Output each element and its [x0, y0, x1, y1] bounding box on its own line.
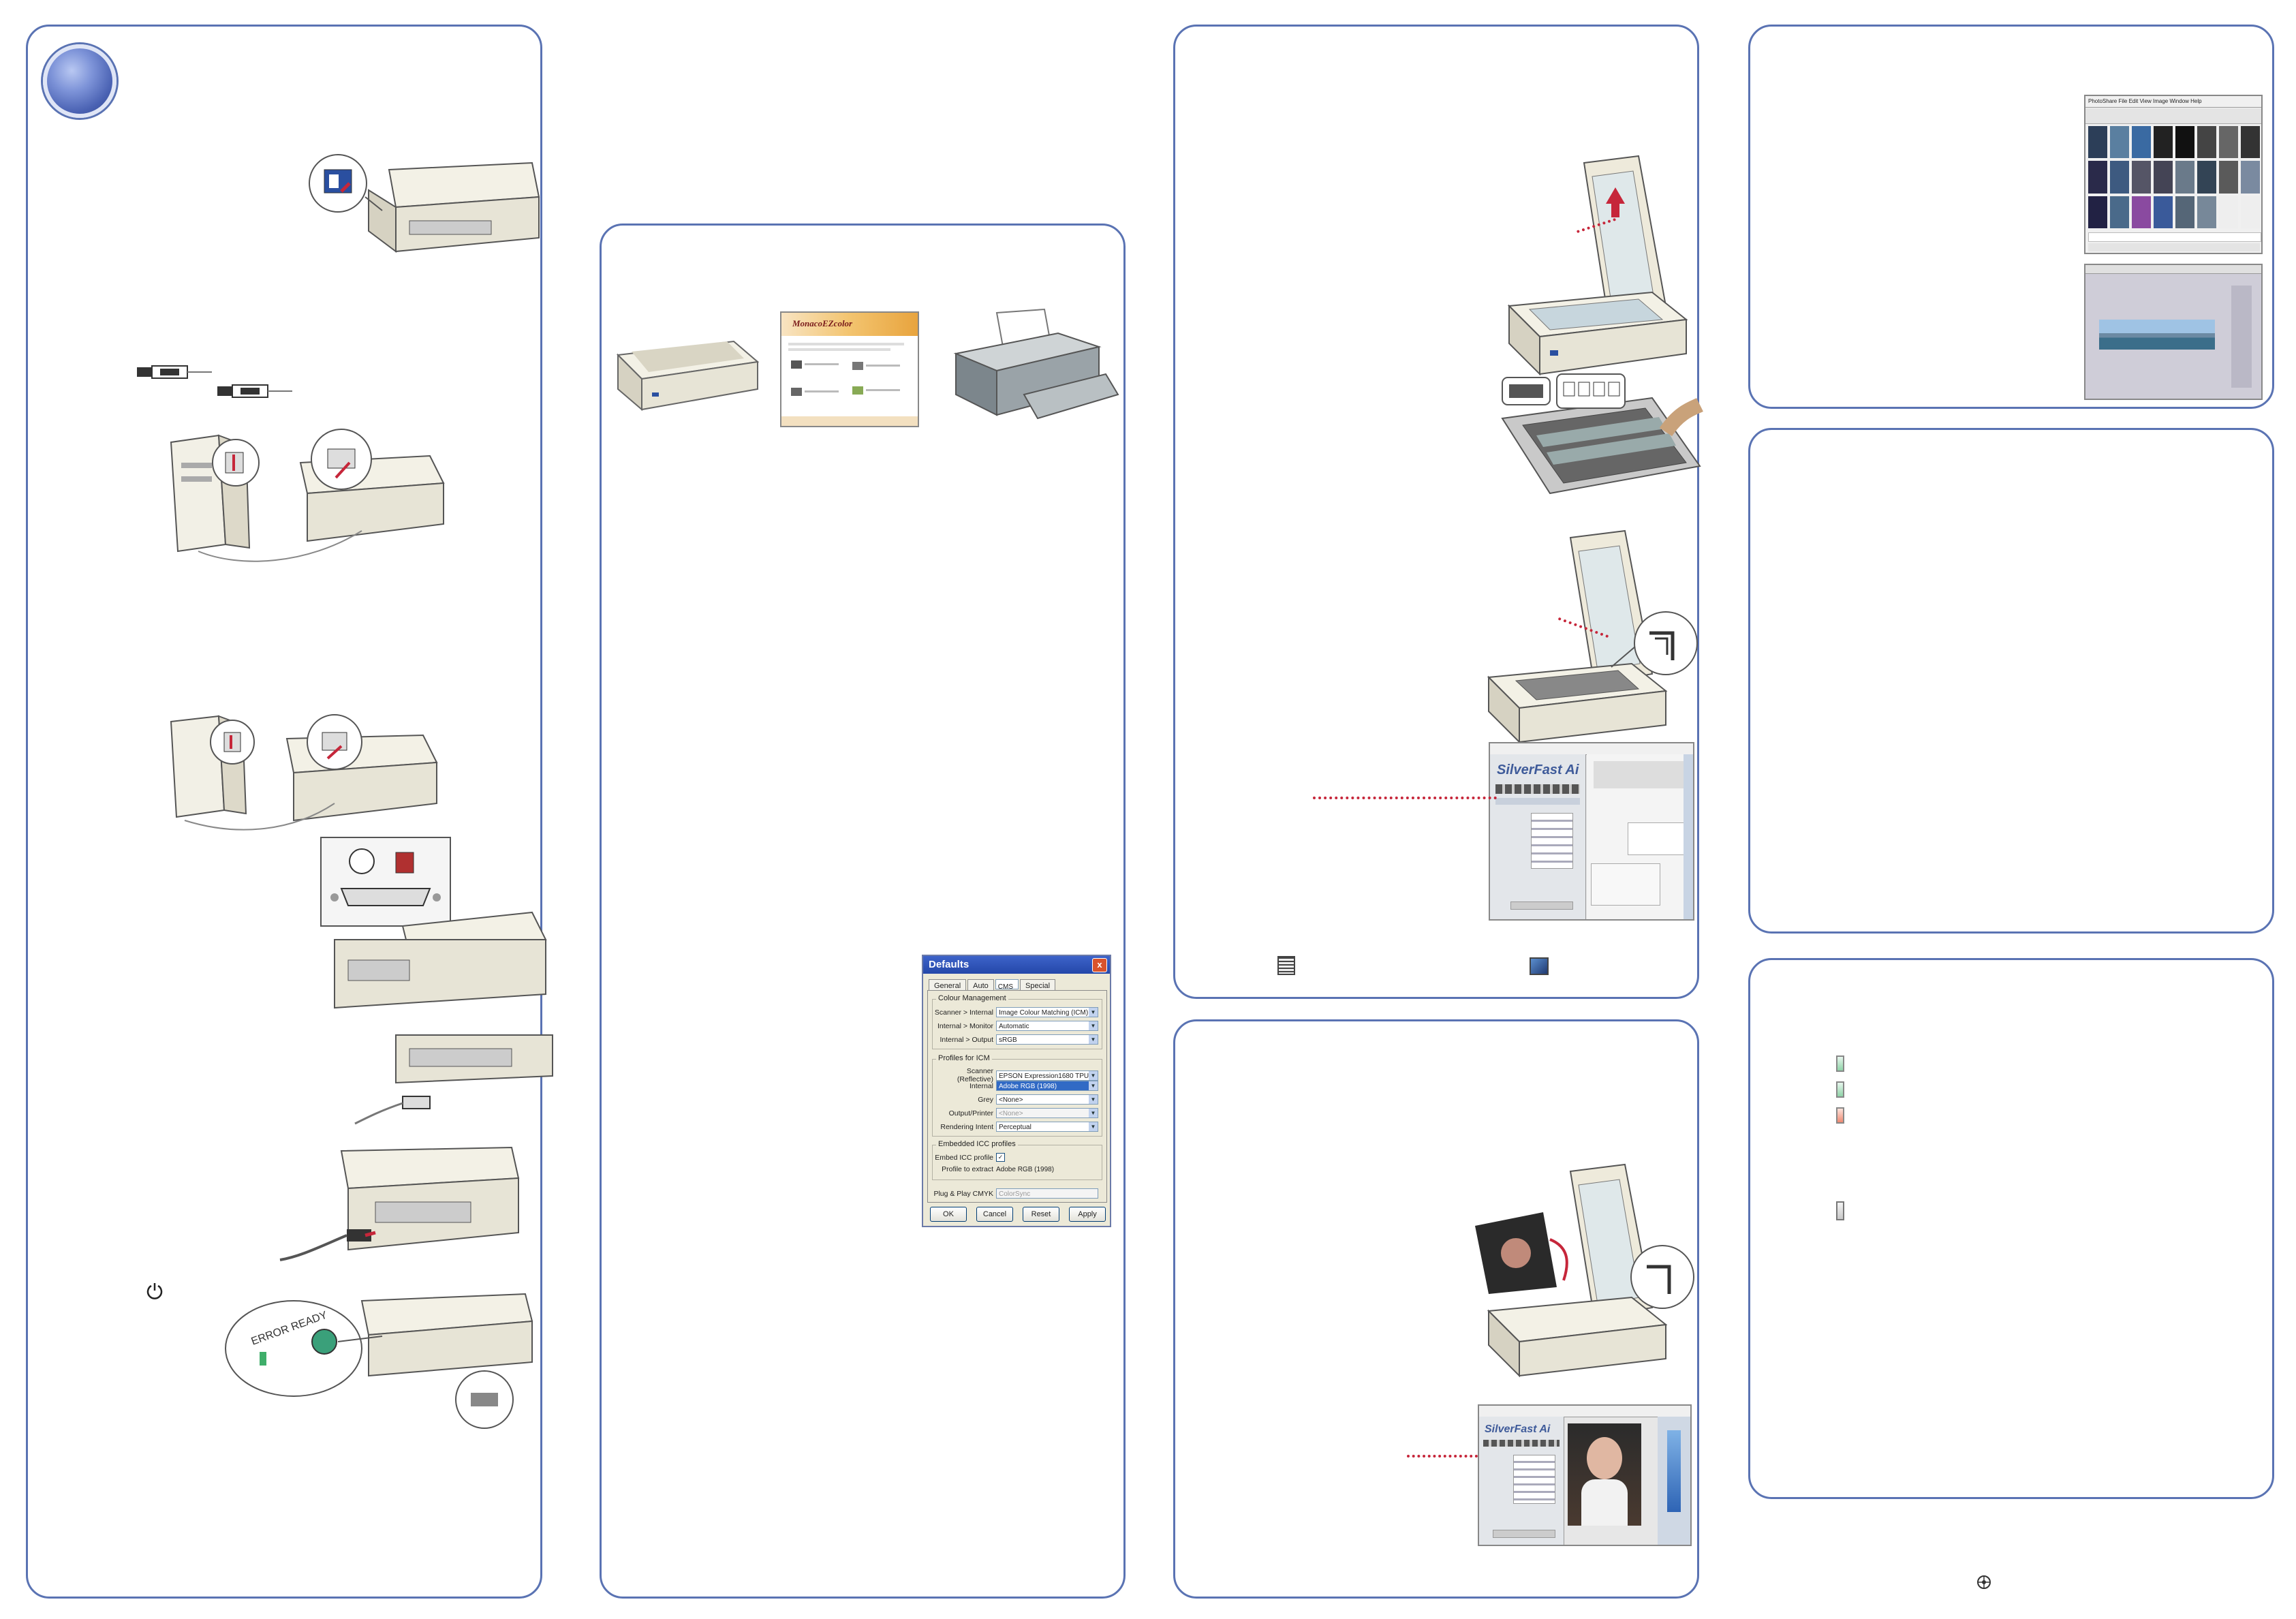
chevron-down-icon: ▼	[1089, 1070, 1098, 1080]
rear-cable-illustration	[354, 1034, 553, 1125]
panel-software-installation: MonacoEZcolor Defaults x General Auto CM…	[600, 223, 1126, 1599]
photo-placed-illustration	[1475, 1163, 1694, 1378]
chevron-down-icon: ▼	[1089, 1095, 1098, 1104]
internal-profile-select[interactable]: Adobe RGB (1998)▼	[996, 1081, 1098, 1091]
monaco-software-screen: MonacoEZcolor	[780, 311, 919, 427]
tab-auto[interactable]: Auto	[967, 979, 994, 992]
preview-icon	[1530, 957, 1549, 975]
computer-usb-connection	[170, 429, 445, 562]
rendering-intent-select[interactable]: Perceptual▼	[996, 1122, 1098, 1132]
reset-button[interactable]: Reset	[1023, 1207, 1059, 1222]
panel-status-lights	[1748, 958, 2274, 1499]
tab-special[interactable]: Special	[1020, 979, 1056, 992]
embedded-heading: Embedded ICC profiles	[936, 1140, 1018, 1148]
usb-connectors	[137, 365, 292, 398]
defaults-dialog-titlebar: Defaults x	[923, 956, 1110, 974]
photo-app-window: PhotoShare File Edit View Image Window H…	[2084, 95, 2263, 254]
status-light-icon	[1836, 1107, 1844, 1124]
tab-general[interactable]: General	[929, 979, 967, 992]
registration-mark-icon	[1977, 1575, 1991, 1589]
output-printer-label: Output/Printer	[948, 1109, 993, 1117]
internal-output-select[interactable]: sRGB▼	[996, 1034, 1098, 1045]
panel-blank-info	[1748, 428, 2274, 934]
monaco-title: MonacoEZcolor	[792, 318, 853, 328]
tab-cms[interactable]: CMS	[995, 979, 1019, 991]
panorama-image	[2099, 320, 2215, 350]
photo-app-menubar: PhotoShare File Edit View Image Window H…	[2085, 96, 2261, 108]
printer-product-image	[953, 308, 1119, 420]
open-scanner-lid-illustration	[1507, 155, 1688, 376]
pointer-line	[1407, 1455, 1478, 1458]
chevron-down-icon: ▼	[1089, 1122, 1098, 1131]
silverfast-brand: SilverFast Ai	[1497, 762, 1579, 777]
silverfast-menubar	[1490, 743, 1693, 755]
silverfast-brand-2: SilverFast Ai	[1485, 1423, 1551, 1435]
pointer-line	[1313, 797, 1497, 799]
internal-monitor-label: Internal > Monitor	[937, 1021, 993, 1030]
scanner-product-image	[616, 340, 760, 412]
panel-photo-scanning: SilverFast Ai	[1173, 1019, 1699, 1599]
scan-icon	[1277, 956, 1295, 975]
panel-photo-software: PhotoShare File Edit View Image Window H…	[1748, 25, 2274, 409]
chevron-down-icon: ▼	[1089, 1035, 1098, 1044]
chevron-down-icon: ▼	[1089, 1021, 1098, 1030]
silverfast-photo-window: SilverFast Ai	[1478, 1404, 1692, 1546]
internal-monitor-select[interactable]: Automatic▼	[996, 1021, 1098, 1031]
ok-button[interactable]: OK	[930, 1207, 967, 1222]
status-light-icon	[1836, 1201, 1844, 1220]
silverfast-photo-menubar	[1479, 1406, 1690, 1417]
scanner-internal-label: Scanner > Internal	[934, 1008, 993, 1017]
film-holder-illustration	[1501, 373, 1703, 495]
plug-play-label: Plug & Play CMYK	[933, 1189, 993, 1198]
grey-label: Grey	[978, 1095, 993, 1104]
scanner-lock-illustration	[309, 154, 540, 253]
chevron-down-icon: ▼	[1089, 1109, 1098, 1117]
chevron-down-icon: ▼	[1089, 1081, 1098, 1090]
panorama-window	[2084, 264, 2263, 400]
step-number-badge	[43, 44, 117, 118]
apply-button[interactable]: Apply	[1069, 1207, 1106, 1222]
scanner-reflective-select[interactable]: EPSON Expression1680 TPU▼	[996, 1070, 1098, 1081]
internal-output-label: Internal > Output	[940, 1035, 993, 1044]
internal-profile-label: Internal	[969, 1081, 993, 1090]
grey-select[interactable]: <None>▼	[996, 1094, 1098, 1105]
film-placed-illustration	[1487, 529, 1698, 744]
panel-scanner-connection: ERROR READY	[26, 25, 553, 1599]
panel-film-scanning: SilverFast Ai	[1173, 25, 1703, 999]
scanner-internal-select[interactable]: Image Colour Matching (ICM)▼	[996, 1007, 1098, 1017]
embed-icc-label: Embed ICC profile	[935, 1153, 993, 1162]
chevron-down-icon: ▼	[1089, 1008, 1098, 1017]
power-cord-illustration	[279, 1146, 520, 1261]
profile-extract-label: Profile to extract	[942, 1165, 993, 1173]
power-button-detail: ERROR READY	[225, 1293, 533, 1429]
cancel-button[interactable]: Cancel	[976, 1207, 1013, 1222]
defaults-dialog: Defaults x General Auto CMS Special Colo…	[922, 955, 1111, 1227]
profiles-heading: Profiles for ICM	[936, 1054, 992, 1062]
status-light-icon	[1836, 1081, 1844, 1098]
profile-extract-value: Adobe RGB (1998)	[996, 1165, 1055, 1173]
thumbnail-grid	[2088, 126, 2260, 228]
computer-scsi-connection	[170, 714, 438, 831]
close-icon[interactable]: x	[1092, 958, 1107, 972]
silverfast-window: SilverFast Ai	[1489, 742, 1694, 921]
power-icon	[146, 1283, 163, 1299]
status-light-icon	[1836, 1055, 1844, 1072]
plug-play-select[interactable]: ColorSync	[996, 1188, 1098, 1199]
defaults-dialog-title: Defaults	[929, 959, 969, 970]
embed-icc-checkbox[interactable]: ✓	[996, 1153, 1005, 1162]
scanner-reflective-label: Scanner (Reflective)	[957, 1067, 993, 1083]
output-printer-select[interactable]: <None>▼	[996, 1108, 1098, 1118]
colour-management-heading: Colour Management	[936, 994, 1008, 1002]
rendering-intent-label: Rendering Intent	[940, 1122, 993, 1131]
defaults-tabs: General Auto CMS Special	[923, 974, 1110, 992]
preview-photo	[1568, 1423, 1641, 1526]
scsi-port-detail	[320, 837, 547, 1009]
